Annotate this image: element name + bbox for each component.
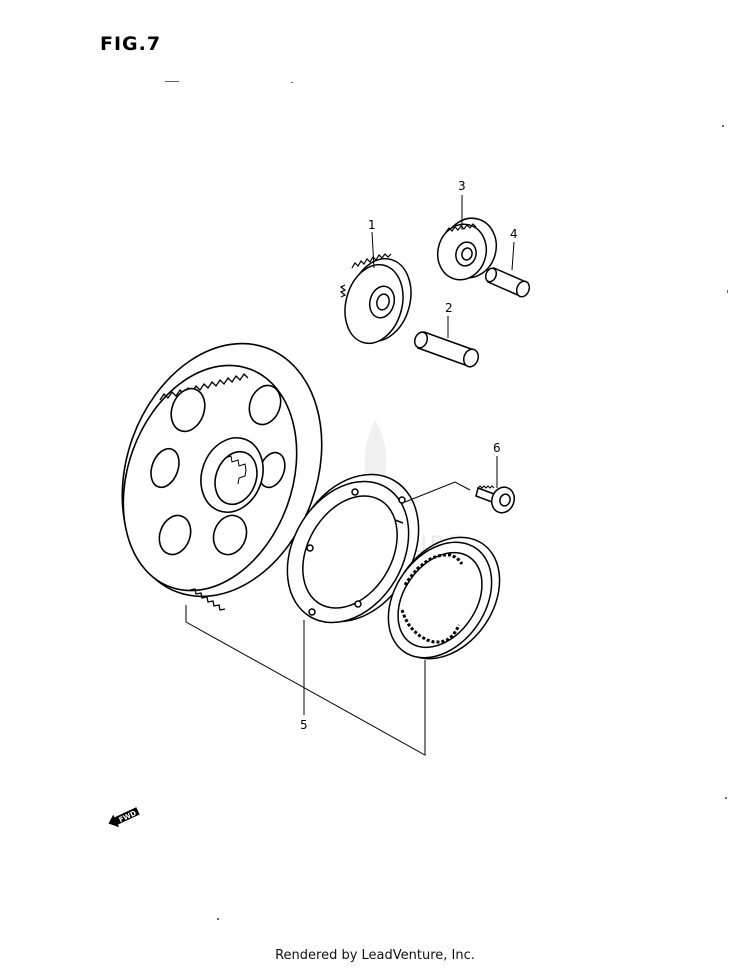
idle-gear-1[interactable] bbox=[337, 252, 420, 350]
fwd-label: FWD bbox=[118, 809, 138, 824]
callout-2: 2 bbox=[445, 301, 453, 315]
callout-4: 4 bbox=[510, 227, 518, 241]
starter-driven-gear[interactable] bbox=[88, 315, 355, 624]
callout-1: 1 bbox=[368, 218, 376, 232]
one-way-clutch-bearing[interactable] bbox=[367, 516, 522, 679]
shaft-4[interactable] bbox=[484, 267, 532, 299]
callouts: 1 2 3 4 5 6 bbox=[300, 179, 518, 732]
footer-credit: Rendered by LeadVenture, Inc. bbox=[275, 948, 475, 963]
scan-specks bbox=[165, 81, 728, 920]
leader-lines bbox=[185, 195, 515, 756]
callout-5: 5 bbox=[300, 718, 308, 732]
idle-gear-3[interactable] bbox=[432, 212, 503, 285]
callout-3: 3 bbox=[458, 179, 466, 193]
figure-title: FIG.7 bbox=[100, 33, 162, 55]
bolt-6[interactable] bbox=[475, 484, 518, 516]
fwd-arrow-icon: FWD bbox=[108, 807, 140, 828]
callout-6: 6 bbox=[493, 441, 501, 455]
shaft-2[interactable] bbox=[413, 330, 481, 368]
clutch-housing-5[interactable] bbox=[263, 451, 444, 644]
